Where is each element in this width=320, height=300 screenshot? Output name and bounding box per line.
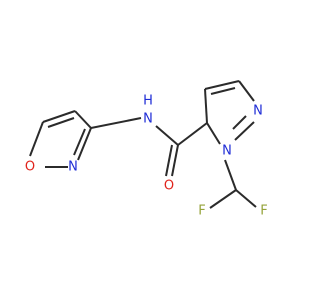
molecule-structure: H N O N O N N F F (25, 80, 268, 219)
bond-chf2-f-left (209, 189, 237, 209)
bond-c3-n2 (77, 127, 92, 161)
bonds (29, 80, 257, 209)
atom-label-pyrazole-n2: N (253, 104, 263, 119)
bond-n1-c5 (206, 122, 221, 145)
bond-c4-c3-double (210, 87, 236, 95)
atom-label-amide-n: N (143, 112, 153, 127)
atom-label-fluorine-right: F (260, 204, 267, 219)
bond-c3-n2 (238, 80, 255, 102)
atom-label-amide-h: H (143, 94, 153, 109)
bond-c5-c4 (204, 88, 208, 124)
bond-c4-c3 (204, 80, 240, 90)
bond-carbonyl-c5 (177, 122, 208, 146)
bond-nh-carbonyl (155, 125, 179, 146)
bond-n2-n1 (234, 121, 255, 141)
bond-o1-c5 (29, 121, 44, 157)
bond-chf2-f-right (235, 189, 257, 208)
atom-labels: H N O N O N N F F (25, 94, 268, 219)
bond-n1-chf2 (224, 159, 237, 191)
atom-label-isoxazole-n: N (68, 160, 78, 175)
atom-label-carbonyl-o: O (164, 179, 174, 194)
bond-c5-c4 (42, 110, 76, 123)
atom-label-pyrazole-n1: N (222, 144, 232, 159)
bond-c5-c4-double (47, 117, 75, 128)
atom-label-fluorine-left: F (198, 204, 205, 219)
atom-label-isoxazole-o: O (25, 160, 35, 175)
bond-c3-n2-double (73, 128, 86, 156)
bond-n2-n1-double (232, 115, 247, 130)
bond-c3-nh (90, 117, 142, 129)
bond-c4-c3 (74, 110, 92, 129)
bond-carbonyl-o (171, 144, 179, 177)
bond-carbonyl-o-double (165, 144, 173, 177)
